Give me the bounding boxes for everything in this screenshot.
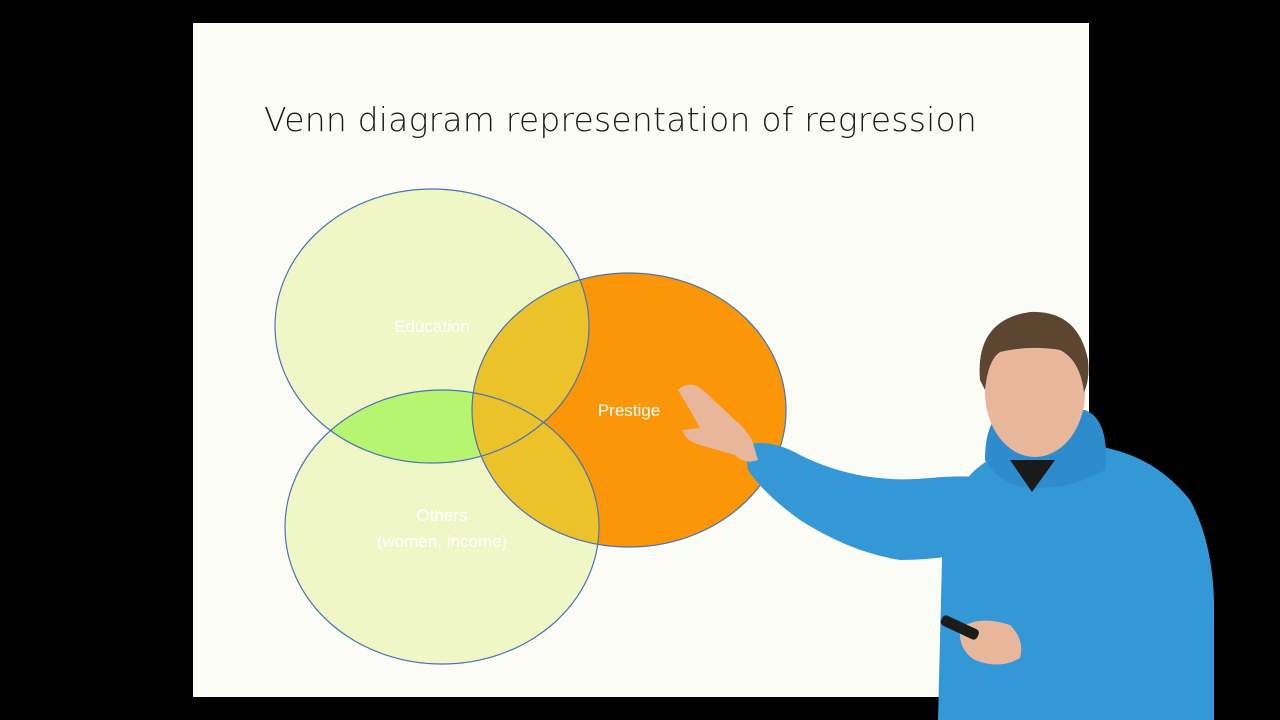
education-outline xyxy=(274,188,590,464)
presenter-arm xyxy=(745,442,1000,560)
prestige-others-overlap xyxy=(472,390,599,547)
education-label: Education xyxy=(394,317,470,336)
presenter-hair xyxy=(979,311,1089,392)
others-sublabel: (women, income) xyxy=(377,532,507,551)
presenter-hand xyxy=(678,384,758,462)
prestige-outline xyxy=(471,272,787,548)
others-outline xyxy=(284,389,600,665)
prestige-label: Prestige xyxy=(598,401,660,420)
prestige-education-overlap xyxy=(472,273,589,463)
presenter-face xyxy=(985,327,1085,457)
remote-control xyxy=(940,615,979,640)
others-label: Others xyxy=(416,506,467,525)
slide-title: Venn diagram representation of regressio… xyxy=(264,100,977,139)
presenter-collar xyxy=(1010,460,1055,492)
